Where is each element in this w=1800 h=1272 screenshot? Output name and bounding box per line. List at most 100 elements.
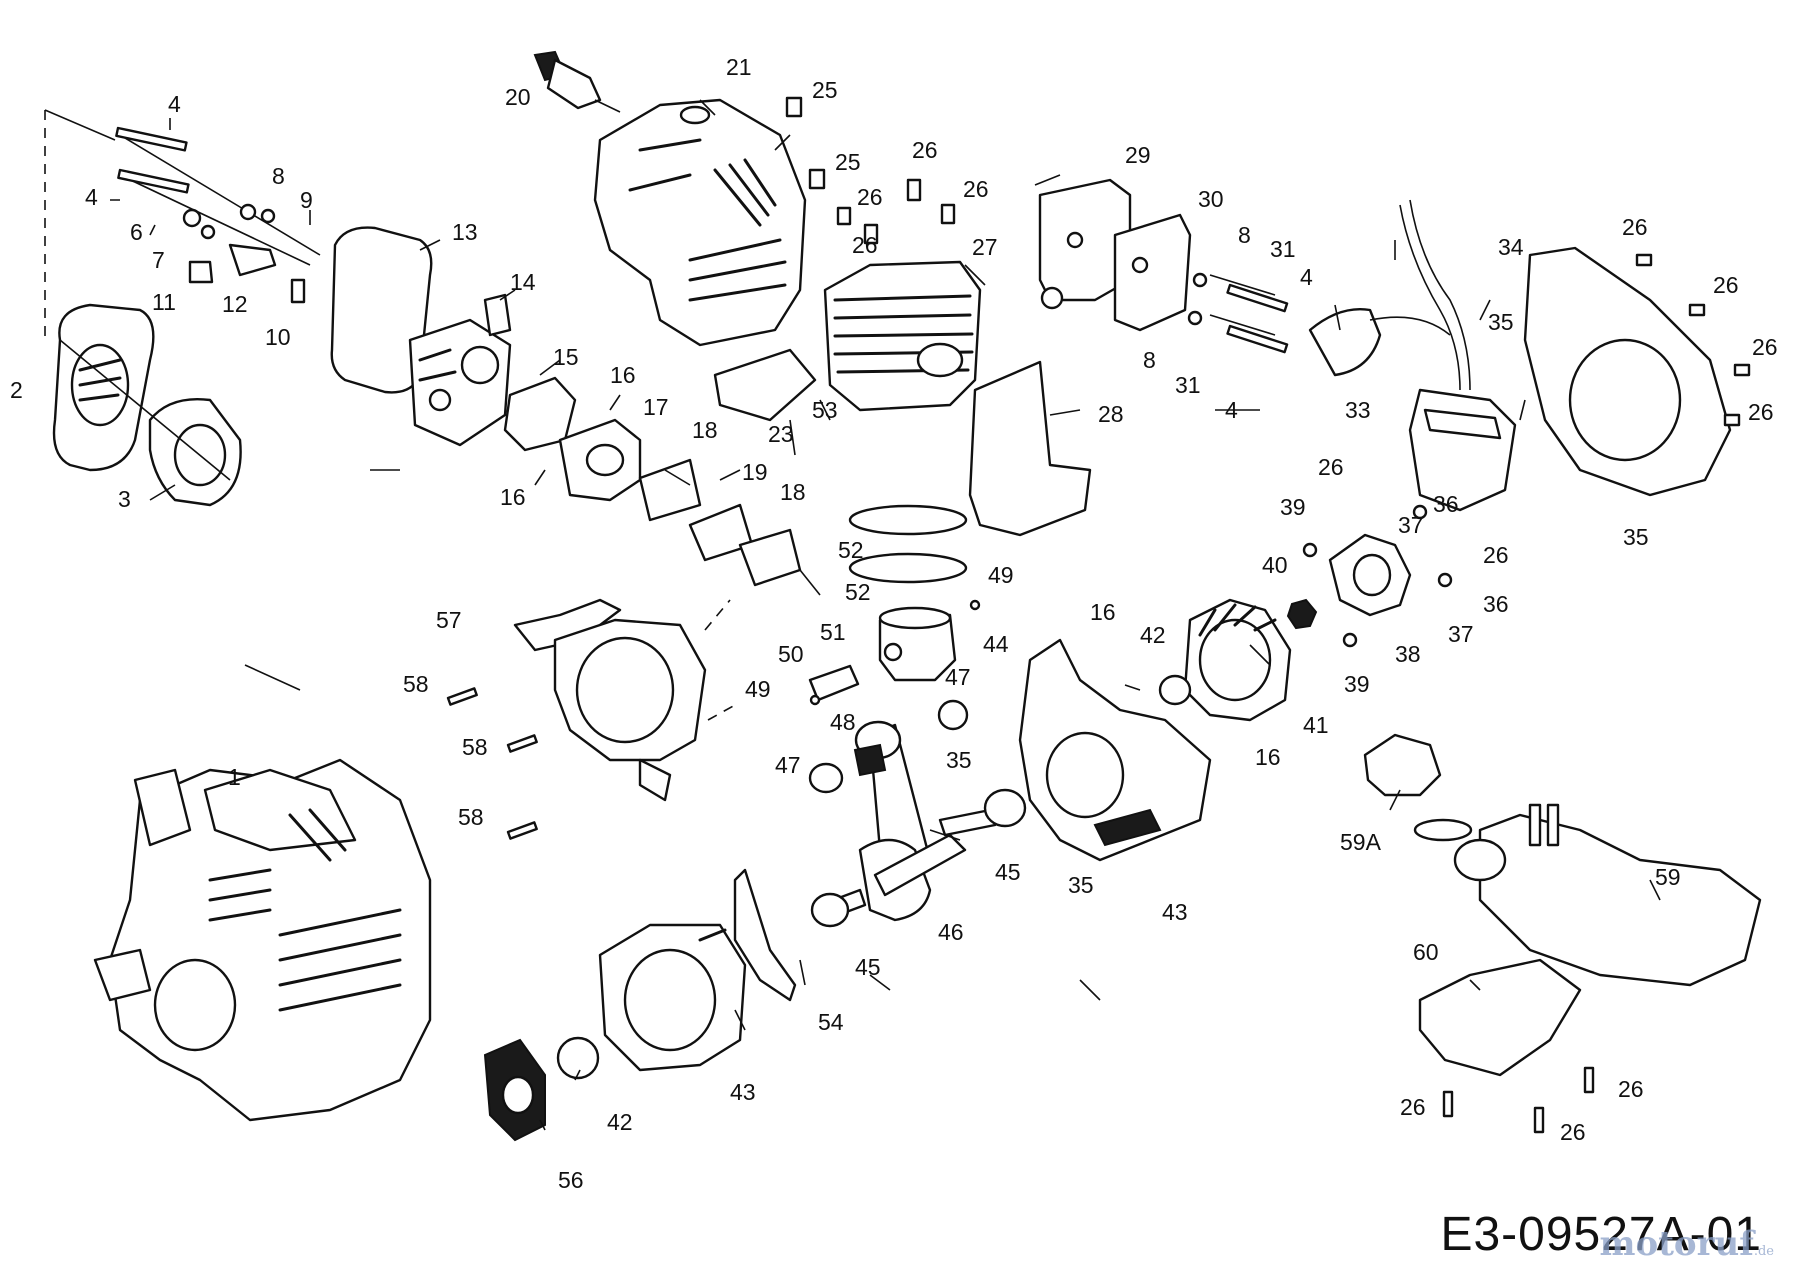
callout-10: 10 <box>265 324 291 350</box>
callout-1: 1 <box>228 764 241 790</box>
callout-40: 40 <box>1262 552 1288 578</box>
watermark-suffix: .de <box>1753 1244 1774 1259</box>
callout-13: 13 <box>452 219 478 245</box>
recoil-starter-part <box>513 598 736 802</box>
callout-25a: 25 <box>812 77 838 103</box>
callout-50: 50 <box>778 641 804 667</box>
callout-4c: 4 <box>1300 264 1313 290</box>
fan-housing-part <box>1523 246 1751 497</box>
callout-18b: 18 <box>780 479 806 505</box>
callout-48: 48 <box>830 709 856 735</box>
callout-6: 6 <box>130 219 143 245</box>
assembled-engine-illustration <box>93 758 432 1122</box>
callout-26h: 26 <box>1748 399 1774 425</box>
crankcase-gasket-part <box>733 868 797 1002</box>
callout-45a: 45 <box>995 859 1021 885</box>
gasket-parts <box>638 458 821 596</box>
diagram-reference-code: E3-09527A-01 <box>1440 1208 1762 1261</box>
callout-4d: 4 <box>1225 397 1238 423</box>
callout-11: 11 <box>152 289 176 315</box>
callout-26g: 26 <box>1752 334 1778 360</box>
callout-28: 28 <box>1098 401 1124 427</box>
callout-9: 9 <box>300 187 313 213</box>
callout-43b: 43 <box>730 1079 756 1105</box>
callout-35b: 35 <box>1623 524 1649 550</box>
callout-14: 14 <box>510 269 536 295</box>
cover-screws-part <box>785 96 956 245</box>
intake-insulator-part <box>503 376 642 502</box>
callout-26a: 26 <box>912 137 938 163</box>
callout-26d: 26 <box>852 232 878 258</box>
callout-44: 44 <box>983 631 1009 657</box>
watermark-text: motoruf <box>1599 1224 1754 1264</box>
callout-16d: 16 <box>1255 744 1281 770</box>
callout-30: 30 <box>1198 186 1224 212</box>
callout-49a: 49 <box>988 562 1014 588</box>
callout-49b: 49 <box>745 676 771 702</box>
callout-42a: 42 <box>1140 622 1166 648</box>
callout-26f: 26 <box>1713 272 1739 298</box>
callout-35a: 35 <box>1488 309 1514 335</box>
starter-screws-part <box>446 687 538 840</box>
bearings-part <box>808 699 1027 928</box>
callout-12: 12 <box>222 291 248 317</box>
callout-43a: 43 <box>1162 899 1188 925</box>
carburetor-part <box>408 293 512 447</box>
callout-26j: 26 <box>1483 542 1509 568</box>
callout-35d: 35 <box>1068 872 1094 898</box>
callout-47a: 47 <box>945 664 971 690</box>
callout-35c: 35 <box>946 747 972 773</box>
callout-26e: 26 <box>1622 214 1648 240</box>
callout-58a: 58 <box>403 671 429 697</box>
starter-pulley-part <box>483 1038 546 1142</box>
callout-36a: 36 <box>1433 491 1459 517</box>
callout-16b: 16 <box>500 484 526 510</box>
callout-3: 3 <box>118 486 131 512</box>
callout-4b: 4 <box>85 184 98 210</box>
callout-41: 41 <box>1303 712 1329 738</box>
callout-47b: 47 <box>775 752 801 778</box>
alignment-line-left <box>44 109 231 481</box>
callout-16a: 16 <box>610 362 636 388</box>
callout-26k: 26 <box>1618 1076 1644 1102</box>
callout-4a: 4 <box>168 91 181 117</box>
muffler-part <box>1038 178 1289 354</box>
crankcase-left-half-part <box>598 923 747 1072</box>
callout-25b: 25 <box>835 149 861 175</box>
piston-part <box>878 606 957 682</box>
callout-29: 29 <box>1125 142 1151 168</box>
air-filter-bolts-part <box>115 126 321 304</box>
callout-37a: 37 <box>1398 512 1424 538</box>
callout-26l: 26 <box>1400 1094 1426 1120</box>
piston-pin-part <box>808 599 981 706</box>
watermark-logo: motoruf.de <box>1600 1224 1774 1264</box>
callout-33: 33 <box>1345 397 1371 423</box>
callout-26i: 26 <box>1318 454 1344 480</box>
callout-27: 27 <box>972 234 998 260</box>
flywheel-part <box>1158 598 1292 722</box>
callout-38: 38 <box>1395 641 1421 667</box>
heat-shield-part <box>968 360 1092 537</box>
engine-cover-part <box>593 98 807 347</box>
callout-51: 51 <box>820 619 846 645</box>
callout-21: 21 <box>726 54 752 80</box>
callout-31b: 31 <box>1175 372 1201 398</box>
callout-7: 7 <box>152 247 165 273</box>
callout-52a: 52 <box>838 537 864 563</box>
callout-8c: 8 <box>1143 347 1156 373</box>
ignition-coil-part <box>1308 199 1517 512</box>
callout-labels: 1 2 3 4 4 4 4 6 7 8 8 8 9 10 11 12 13 14… <box>10 54 1778 1193</box>
spark-plug-part <box>533 50 621 113</box>
callout-54: 54 <box>818 1009 844 1035</box>
seal-part <box>556 1036 600 1080</box>
callout-8b: 8 <box>1238 222 1251 248</box>
callout-53: 53 <box>812 397 838 423</box>
callout-19: 19 <box>742 459 768 485</box>
callout-15: 15 <box>553 344 579 370</box>
callout-57: 57 <box>436 607 462 633</box>
callout-56: 56 <box>558 1167 584 1193</box>
callout-52b: 52 <box>845 579 871 605</box>
callout-42b: 42 <box>607 1109 633 1135</box>
clutch-part <box>1302 504 1453 648</box>
